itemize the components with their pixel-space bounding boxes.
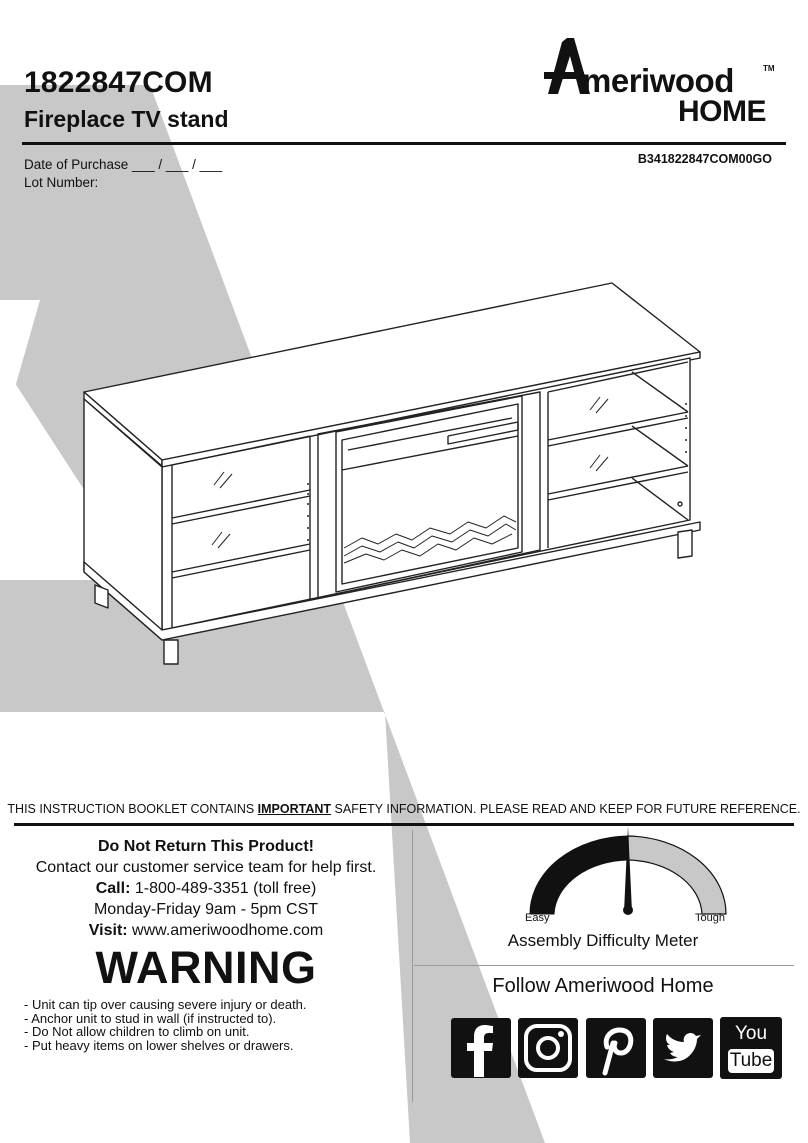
call-line: Call: 1-800-489-3351 (toll free)	[14, 878, 398, 899]
twitter-icon[interactable]	[652, 1017, 714, 1079]
header-divider	[22, 142, 786, 145]
difficulty-meter	[529, 826, 727, 915]
safety-notice: THIS INSTRUCTION BOOKLET CONTAINS IMPORT…	[0, 802, 808, 816]
brand-wordmark: meriwood	[582, 62, 734, 99]
model-number: 1822847COM	[24, 66, 213, 99]
youtube-you-text: You	[734, 1023, 768, 1044]
visit-line: Visit: www.ameriwoodhome.com	[14, 920, 398, 941]
warning-item: - Anchor unit to stud in wall (if instru…	[24, 1010, 277, 1026]
facebook-icon[interactable]	[450, 1017, 512, 1079]
phone-number: 1-800-489-3351 (toll free)	[130, 880, 317, 897]
sku-code: B341822847COM00GO	[637, 152, 772, 166]
purchase-date-label: Date of Purchase ___ / ___ / ___	[24, 157, 223, 172]
website-url[interactable]: www.ameriwoodhome.com	[127, 922, 324, 939]
product-illustration	[83, 282, 701, 665]
purchase-info: Date of Purchase ___ / ___ / ___ Lot Num…	[24, 156, 222, 192]
meter-filled-arc	[529, 835, 629, 915]
meter-tough-label: Tough	[695, 912, 725, 924]
warning-item: - Unit can tip over causing severe injur…	[24, 997, 307, 1012]
social-divider	[414, 965, 794, 966]
instagram-icon[interactable]	[517, 1017, 579, 1079]
meter-needle-hub	[623, 905, 633, 915]
follow-heading: Follow Ameriwood Home	[492, 975, 714, 997]
meter-easy-label: Easy	[525, 912, 550, 924]
youtube-icon[interactable]: You Tube	[720, 1017, 782, 1079]
notice-prefix: THIS INSTRUCTION BOOKLET CONTAINS	[7, 802, 258, 816]
warning-item: - Do Not allow children to climb on unit…	[24, 1024, 250, 1040]
section-divider	[14, 823, 794, 826]
brand-logo-a-icon	[544, 38, 590, 94]
notice-emphasis: IMPORTANT	[257, 802, 332, 816]
call-label: Call:	[95, 880, 131, 897]
brand-trademark: TM	[763, 64, 775, 73]
contact-line: Contact our customer service team for he…	[35, 859, 377, 876]
lot-number-label: Lot Number:	[24, 175, 99, 190]
hours-line: Monday-Friday 9am - 5pm CST	[93, 901, 319, 918]
meter-empty-arc	[627, 835, 727, 915]
meter-needle	[624, 826, 632, 912]
product-name: Fireplace TV stand	[24, 106, 229, 132]
warning-list: - Unit can tip over causing severe injur…	[24, 998, 307, 1052]
meter-caption: Assembly Difficulty Meter	[507, 931, 699, 950]
visit-label: Visit:	[88, 922, 128, 939]
do-not-return-heading: Do Not Return This Product!	[98, 838, 314, 855]
warning-item: - Put heavy items on lower shelves or dr…	[24, 1037, 294, 1053]
pinterest-icon[interactable]	[585, 1017, 647, 1079]
contact-block: Do Not Return This Product! Contact our …	[14, 836, 398, 941]
column-divider	[412, 830, 413, 1102]
warning-title: WARNING	[95, 942, 317, 993]
brand-home: HOME	[678, 95, 767, 128]
youtube-tube-text: Tube	[728, 1049, 774, 1073]
notice-suffix: SAFETY INFORMATION. PLEASE READ AND KEEP…	[331, 802, 801, 816]
